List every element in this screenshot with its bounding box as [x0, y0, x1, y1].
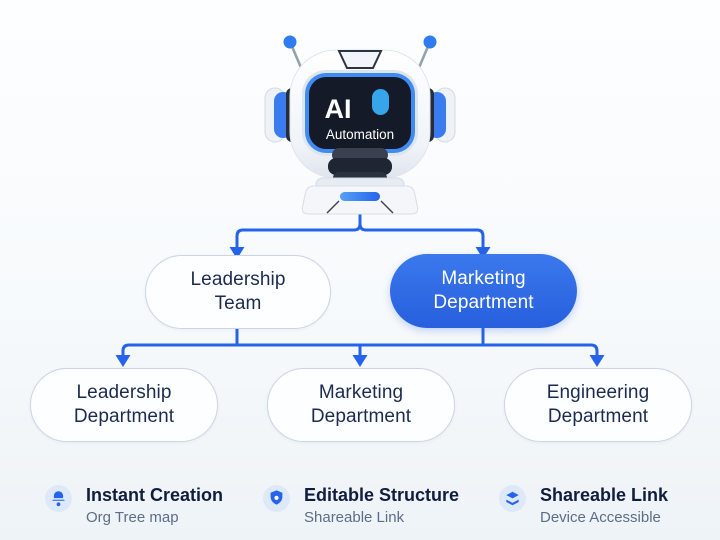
screen-subtitle: Automation — [326, 127, 394, 142]
feature-subtitle: Device Accessible — [540, 508, 661, 526]
node-label: Leadership Department — [73, 381, 175, 427]
node-label: Engineering Department — [546, 381, 650, 427]
node-marketing-department-selected[interactable]: Marketing Department — [390, 254, 577, 328]
node-label: Leadership Team — [190, 268, 286, 314]
node-leadership-team[interactable]: Leadership Team — [145, 255, 331, 329]
node-marketing-department[interactable]: Marketing Department — [267, 368, 455, 442]
node-label: Marketing Department — [433, 267, 534, 313]
feature-editable-structure: Editable Structure Shareable Link — [263, 484, 459, 528]
robot-neck — [328, 148, 392, 184]
node-leadership-department[interactable]: Leadership Department — [30, 368, 218, 442]
feature-shareable-link: Shareable Link Device Accessible — [499, 484, 668, 528]
robot-base — [301, 177, 419, 215]
feature-instant-creation: Instant Creation Org Tree map — [45, 484, 223, 528]
robot-eye-icon — [372, 89, 389, 115]
robot-screen: AI Automation — [302, 70, 418, 156]
feature-title: Instant Creation — [86, 485, 224, 505]
antenna-icon — [283, 35, 437, 71]
feature-subtitle: Org Tree map — [86, 508, 179, 526]
node-engineering-department[interactable]: Engineering Department — [504, 368, 692, 442]
feature-title: Editable Structure — [304, 485, 460, 505]
node-label: Marketing Department — [310, 381, 412, 427]
shield-icon — [263, 485, 290, 512]
robot-mascot: AI Automation — [260, 28, 460, 220]
layers-icon — [499, 485, 526, 512]
bell-icon — [45, 485, 72, 512]
feature-subtitle: Shareable Link — [304, 508, 405, 526]
feature-title: Shareable Link — [540, 485, 669, 505]
screen-title: AI — [325, 94, 352, 124]
